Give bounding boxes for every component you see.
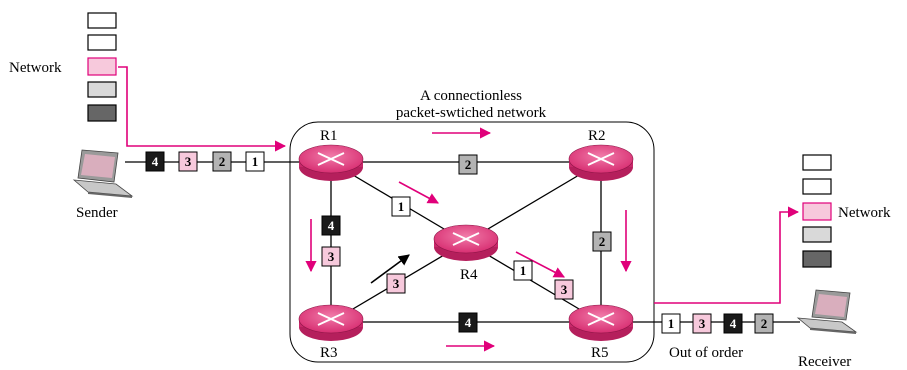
receiver-layer-path — [654, 206, 800, 304]
svg-text:3: 3 — [185, 154, 192, 169]
svg-text:1: 1 — [398, 199, 405, 214]
receiver-label: Receiver — [798, 354, 851, 370]
sender-layer-path — [118, 66, 287, 152]
packet: 4 — [321, 215, 341, 236]
sender-protocol-stack — [87, 12, 117, 122]
svg-text:2: 2 — [599, 234, 606, 249]
sender-label: Sender — [76, 205, 118, 221]
packet: 2 — [592, 231, 612, 252]
packet: 2 — [212, 151, 232, 172]
receiver-network-layer-label: Network — [838, 205, 891, 221]
svg-text:3: 3 — [699, 316, 706, 331]
packet: 3 — [321, 246, 341, 267]
packet: 4 — [145, 151, 165, 172]
packet: 1 — [245, 151, 265, 172]
router-r4 — [433, 224, 499, 261]
router-label-r2: R2 — [588, 128, 606, 144]
router-r2 — [568, 144, 634, 181]
svg-text:2: 2 — [219, 154, 226, 169]
svg-text:4: 4 — [730, 316, 737, 331]
cloud-title-line2: packet-swtiched network — [396, 105, 547, 121]
packet: 2 — [458, 154, 478, 175]
svg-text:1: 1 — [668, 316, 675, 331]
router-label-r3: R3 — [320, 345, 338, 361]
receiver-protocol-stack — [802, 154, 832, 268]
router-r3 — [298, 304, 364, 341]
packet: 3 — [386, 273, 406, 294]
svg-text:3: 3 — [393, 276, 400, 291]
packet: 3 — [554, 279, 574, 300]
packet: 4 — [458, 312, 478, 333]
out-of-order-label: Out of order — [669, 345, 743, 361]
svg-text:4: 4 — [465, 315, 472, 330]
packet: 1 — [661, 313, 681, 334]
cloud-title-line1: A connectionless — [420, 88, 522, 104]
router-r1 — [298, 144, 364, 181]
router-label-r5: R5 — [591, 345, 609, 361]
packet: 3 — [692, 313, 712, 334]
network-cloud-boundary — [289, 121, 655, 363]
router-label-r4: R4 — [460, 267, 478, 283]
svg-text:2: 2 — [761, 316, 768, 331]
router-r5 — [568, 304, 634, 341]
svg-text:3: 3 — [328, 249, 335, 264]
router-label-r1: R1 — [320, 128, 338, 144]
receiver-laptop-icon — [796, 289, 858, 334]
svg-text:4: 4 — [328, 218, 335, 233]
sender-network-layer-label: Network — [9, 60, 62, 76]
svg-text:4: 4 — [152, 154, 159, 169]
packet: 2 — [754, 313, 774, 334]
packet: 1 — [391, 196, 411, 217]
flow-arrows — [305, 127, 632, 352]
svg-text:1: 1 — [520, 263, 527, 278]
sender-laptop-icon — [72, 149, 134, 198]
svg-text:1: 1 — [252, 154, 259, 169]
packet: 4 — [723, 313, 743, 334]
svg-text:3: 3 — [561, 282, 568, 297]
packet: 1 — [513, 260, 533, 281]
svg-text:2: 2 — [465, 157, 472, 172]
packet: 3 — [178, 151, 198, 172]
